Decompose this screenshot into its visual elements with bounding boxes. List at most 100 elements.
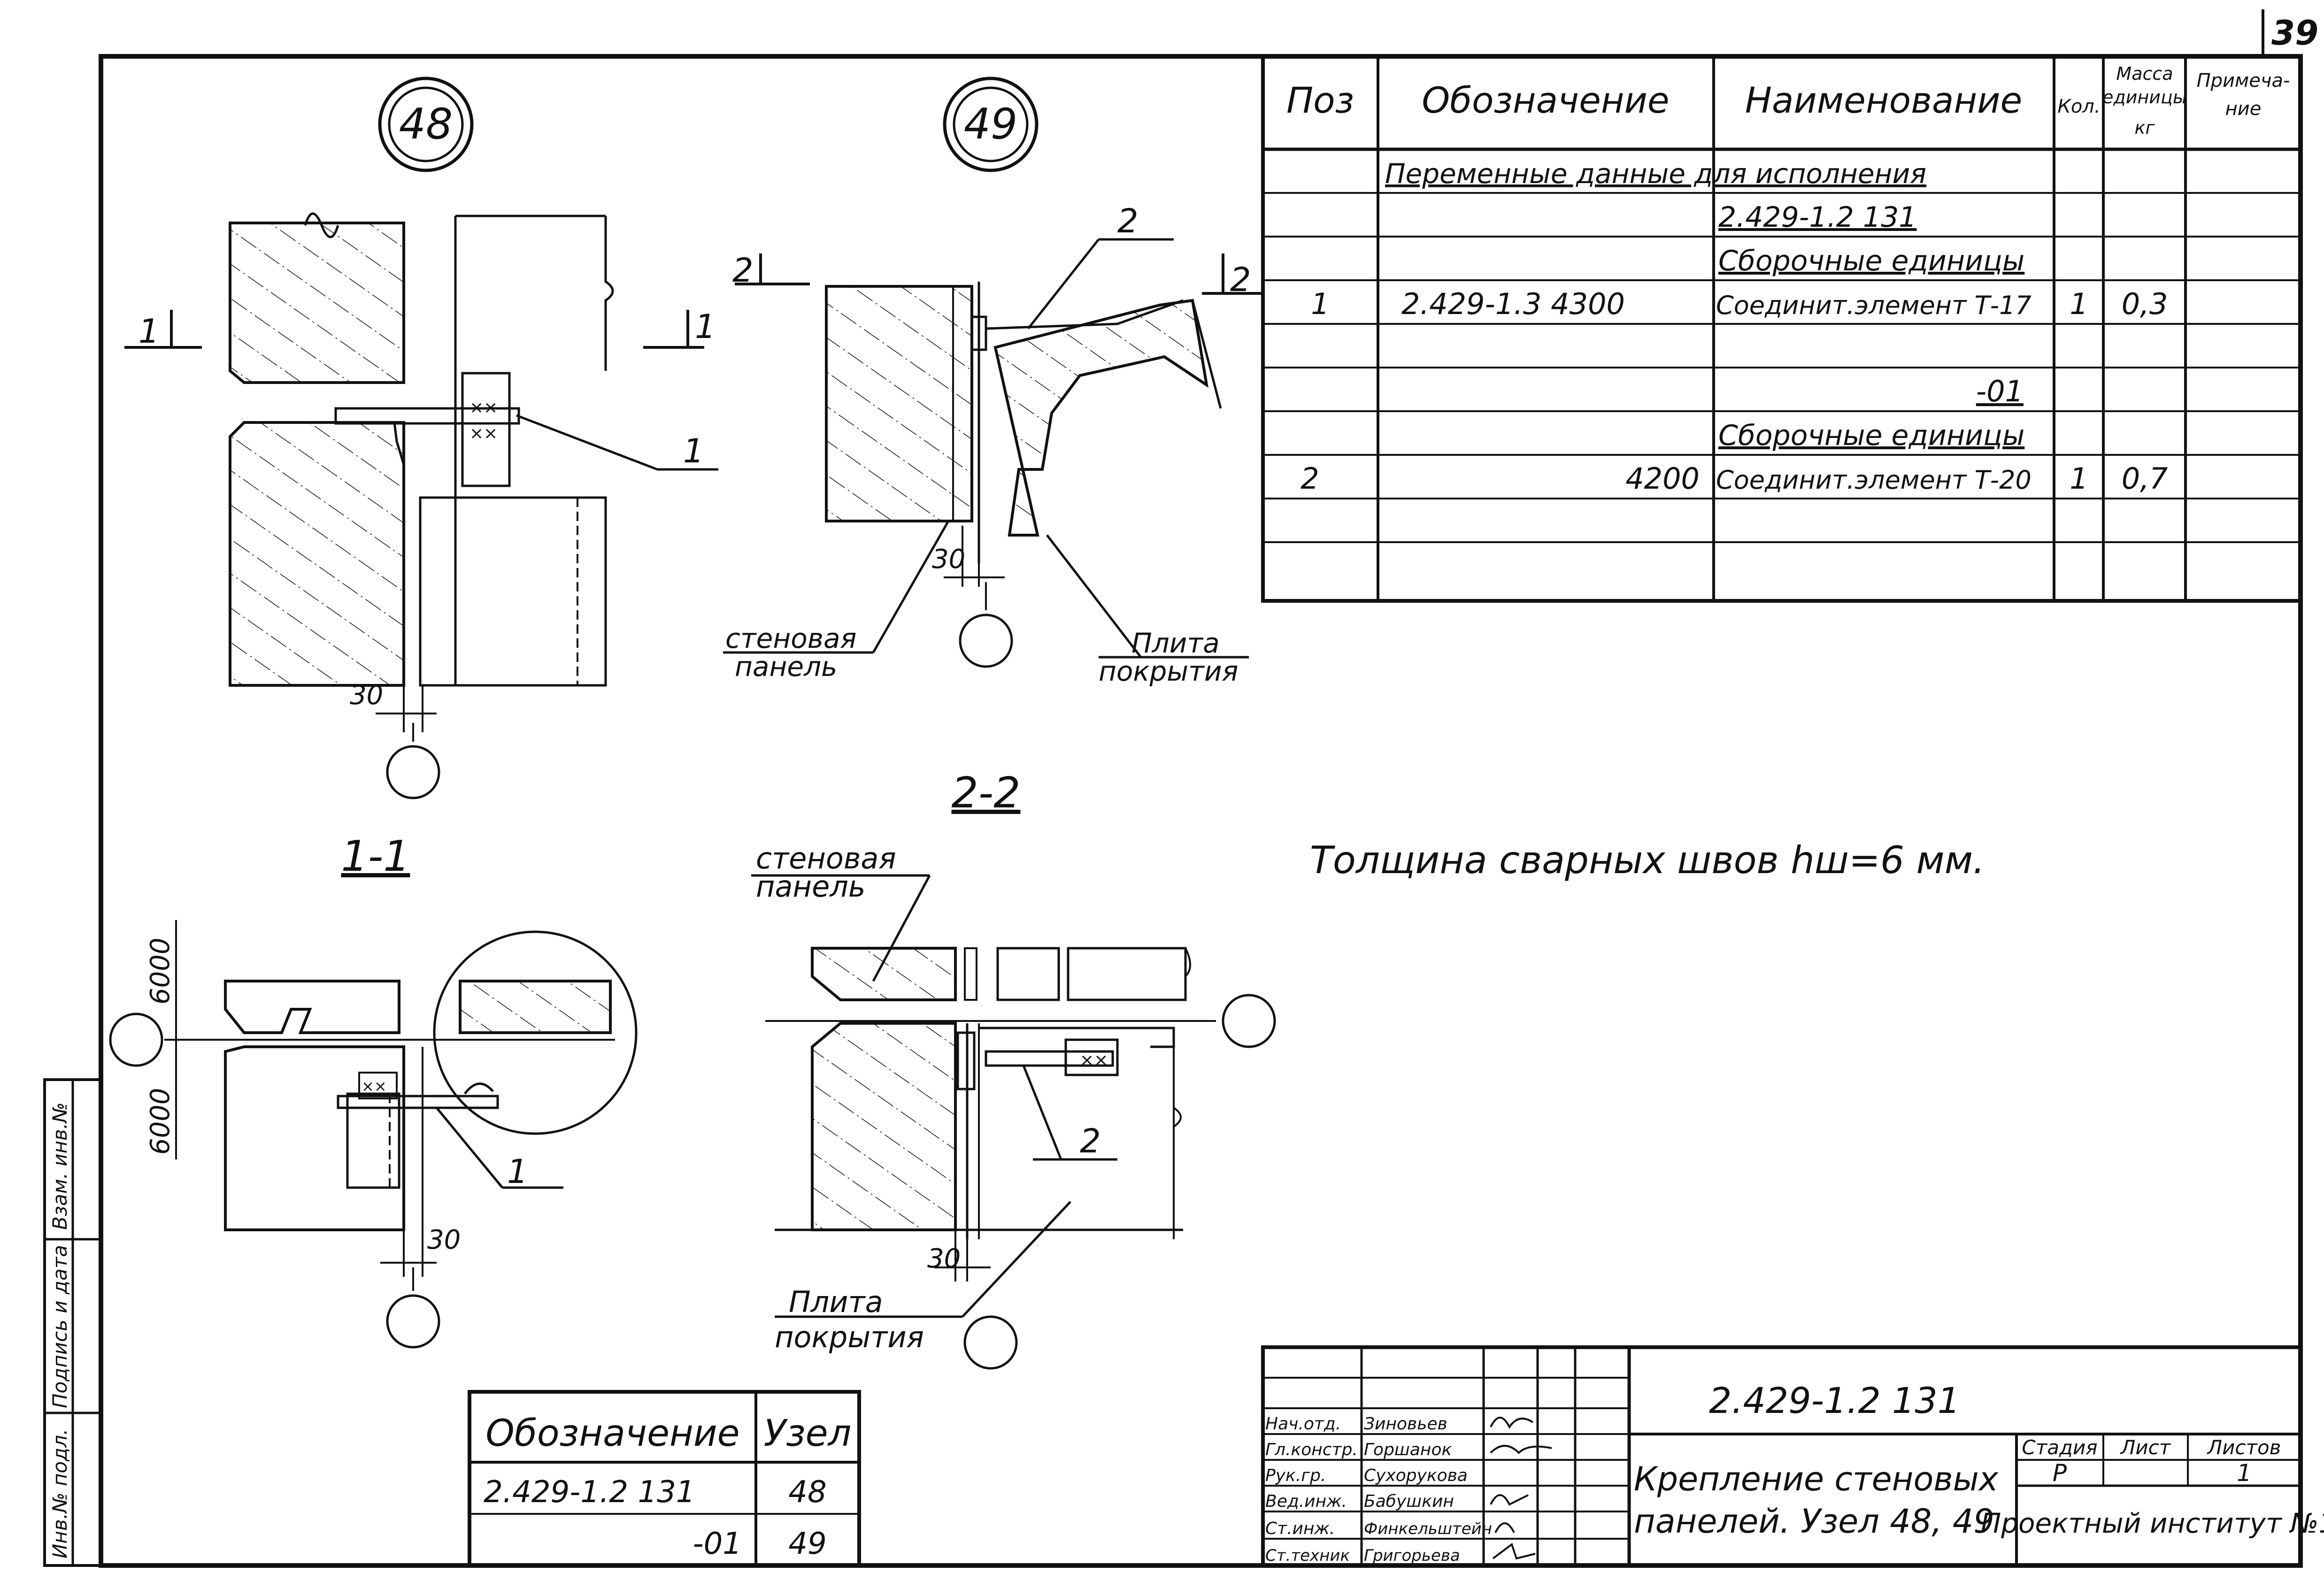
- section-2-2-axis-bubble: [1222, 994, 1276, 1048]
- section-1-1-bottom-bubble: [386, 1294, 440, 1349]
- node-48-leader-1: 1: [683, 432, 704, 470]
- staff-name-4: Бабушкин: [1364, 1492, 1454, 1511]
- weld-note: Толщина сварных швов hш=6 мм.: [1310, 838, 1985, 882]
- node-49-leader-2: 2: [1117, 202, 1139, 240]
- staff-role-1: Нач.отд.: [1265, 1414, 1341, 1434]
- title-line-2: панелей. Узел 48, 49: [1634, 1502, 1994, 1541]
- node-49-detail: 49 2 2 2 30 стеновая панель: [723, 77, 1263, 687]
- section-2-2-label: 2-2: [952, 768, 1021, 818]
- node-49-axis-bubble: [959, 614, 1013, 668]
- section-1-1-dim-6000-bottom: 6000: [145, 1088, 176, 1155]
- strip-replace-label: Взам. инв.№: [48, 1102, 71, 1230]
- spec-table: Поз Обозначение Наименование Кол. Масса …: [1261, 54, 2302, 603]
- node-49-wall-panel-2: панель: [735, 651, 837, 683]
- section-1-1-dim-30: 30: [427, 1225, 461, 1255]
- staff-name-1: Зиновьев: [1364, 1414, 1447, 1434]
- section-2-2-dim-30: 30: [927, 1243, 961, 1274]
- svg-text:××: ××: [362, 1077, 387, 1095]
- node-49-roof-slab-2: покрытия: [1099, 655, 1238, 687]
- node-49-wall-panel-1: стеновая: [725, 622, 856, 654]
- section-1-1-label: 1-1: [341, 832, 410, 881]
- page-number: 39: [2271, 13, 2318, 53]
- signature-scribble: [1490, 1417, 1534, 1429]
- section-1-1-leader-1: 1: [507, 1152, 528, 1191]
- staff-role-4: Вед.инж.: [1265, 1492, 1347, 1511]
- title-sheets-value: 1: [2237, 1459, 2252, 1487]
- node-49-cut-left: 2: [732, 251, 754, 290]
- node-49-cut-right: 2: [1230, 261, 1251, 299]
- staff-name-3: Сухорукова: [1364, 1466, 1468, 1485]
- section-2-2-detail: 2-2 стеновая панель ×× 2: [751, 768, 1276, 1370]
- section-2-2-roof-slab-1: Плита: [789, 1285, 883, 1319]
- node-48-label: 48: [399, 100, 453, 149]
- node-49-marker: [943, 77, 1039, 172]
- spec-row-assembly-units-1: Сборочные единицы: [1718, 245, 2024, 277]
- spec-header-mass-1: Масса: [2116, 63, 2173, 84]
- spec-row2-designation: 4200: [1625, 461, 1700, 496]
- spec-row2-qty: 1: [2070, 461, 2088, 496]
- spec-row2-pos: 2: [1301, 461, 1319, 496]
- staff-name-2: Горшанок: [1364, 1440, 1452, 1459]
- node-48-dim-30: 30: [350, 680, 383, 711]
- staff-name-6: Григорьева: [1364, 1546, 1460, 1565]
- variants-table: Обозначение Узел 2.429-1.2 131 48 -01 49: [468, 1390, 861, 1567]
- variants-row1-designation: 2.429-1.2 131: [484, 1475, 695, 1510]
- staff-role-2: Гл.констр.: [1265, 1440, 1358, 1459]
- node-49-dim-30: 30: [932, 544, 965, 575]
- spec-header-qty: Кол.: [2057, 96, 2100, 117]
- section-2-2-wall-panel-1: стеновая: [756, 841, 896, 875]
- node-49-label: 49: [964, 100, 1018, 149]
- title-stage-value: Р: [2053, 1459, 2067, 1487]
- strip-sign-label: Подпись и дата: [48, 1245, 71, 1408]
- title-sheets-label: Листов: [2207, 1436, 2281, 1459]
- sheet-frame: [99, 54, 2303, 1568]
- node-48-detail: 48 ×× ×× 1 1 1 30: [124, 77, 718, 799]
- strip-inv-label: Инв.№ подл.: [48, 1429, 71, 1558]
- spec-row1-name: Соединит.элемент Т-17: [1716, 291, 2032, 320]
- spec-row-variant-base: 2.429-1.2 131: [1718, 201, 1916, 234]
- variants-row2-node: 49: [788, 1527, 826, 1561]
- spec-header-designation: Обозначение: [1422, 79, 1669, 121]
- spec-row2-name: Соединит.элемент Т-20: [1716, 465, 2032, 495]
- variants-row1-node: 48: [788, 1475, 826, 1510]
- spec-row1-pos: 1: [1311, 287, 1329, 321]
- section-2-2-roof-slab-2: покрытия: [775, 1320, 924, 1354]
- section-1-1-dim-6000-top: 6000: [145, 937, 176, 1005]
- spec-header-pos: Поз: [1286, 79, 1354, 121]
- title-block: 2.429-1.2 131 Крепление стеновых панелей…: [1261, 1345, 2324, 1567]
- left-filing-strip: Взам. инв.№ Подпись и дата Инв.№ подл.: [43, 1078, 102, 1567]
- section-1-1-detail-circle: [433, 930, 638, 1135]
- svg-text:××: ××: [469, 424, 498, 443]
- title-doc-number: 2.429-1.2 131: [1709, 1380, 1960, 1421]
- title-organization: Проектный институт №1: [1981, 1507, 2324, 1539]
- staff-role-6: Ст.техник: [1265, 1546, 1350, 1565]
- node-48-marker: [378, 77, 474, 172]
- title-sheet-label: Лист: [2120, 1436, 2171, 1459]
- node-49-roof-slab-1: Плита: [1131, 627, 1220, 659]
- section-2-2-bottom-bubble: [963, 1315, 1018, 1370]
- section-2-2-leader-2: 2: [1080, 1122, 1101, 1160]
- spec-row2-mass: 0,7: [2122, 461, 2168, 496]
- staff-role-5: Ст.инж.: [1265, 1519, 1335, 1538]
- spec-row1-qty: 1: [2070, 287, 2088, 321]
- spec-row1-mass: 0,3: [2122, 287, 2168, 321]
- spec-header-mass-2: единицы: [2102, 87, 2187, 107]
- spec-header-name: Наименование: [1745, 79, 2023, 121]
- spec-row1-designation: 2.429-1.3 4300: [1401, 287, 1625, 321]
- node-48-cut-right: 1: [695, 307, 716, 346]
- spec-row-variable-data: Переменные данные для исполнения: [1385, 158, 1926, 190]
- variants-row2-designation: -01: [693, 1527, 742, 1561]
- section-1-1-axis-bubble: [109, 1013, 163, 1067]
- spec-header-mass-unit: кг: [2135, 117, 2155, 138]
- variants-header-node: Узел: [764, 1412, 852, 1455]
- section-1-1-detail: 1-1 ×× 6000 6000 1 30: [109, 832, 638, 1349]
- staff-role-3: Рук.гр.: [1265, 1466, 1326, 1485]
- title-line-1: Крепление стеновых: [1634, 1460, 1999, 1498]
- svg-text:××: ××: [1080, 1051, 1108, 1070]
- spec-header-note-2: ние: [2225, 98, 2262, 120]
- spec-row-assembly-units-2: Сборочные единицы: [1718, 419, 2024, 452]
- spec-row-variant-01: -01: [1976, 374, 2024, 408]
- title-stage-label: Стадия: [2022, 1436, 2097, 1459]
- variants-header-designation: Обозначение: [485, 1412, 739, 1455]
